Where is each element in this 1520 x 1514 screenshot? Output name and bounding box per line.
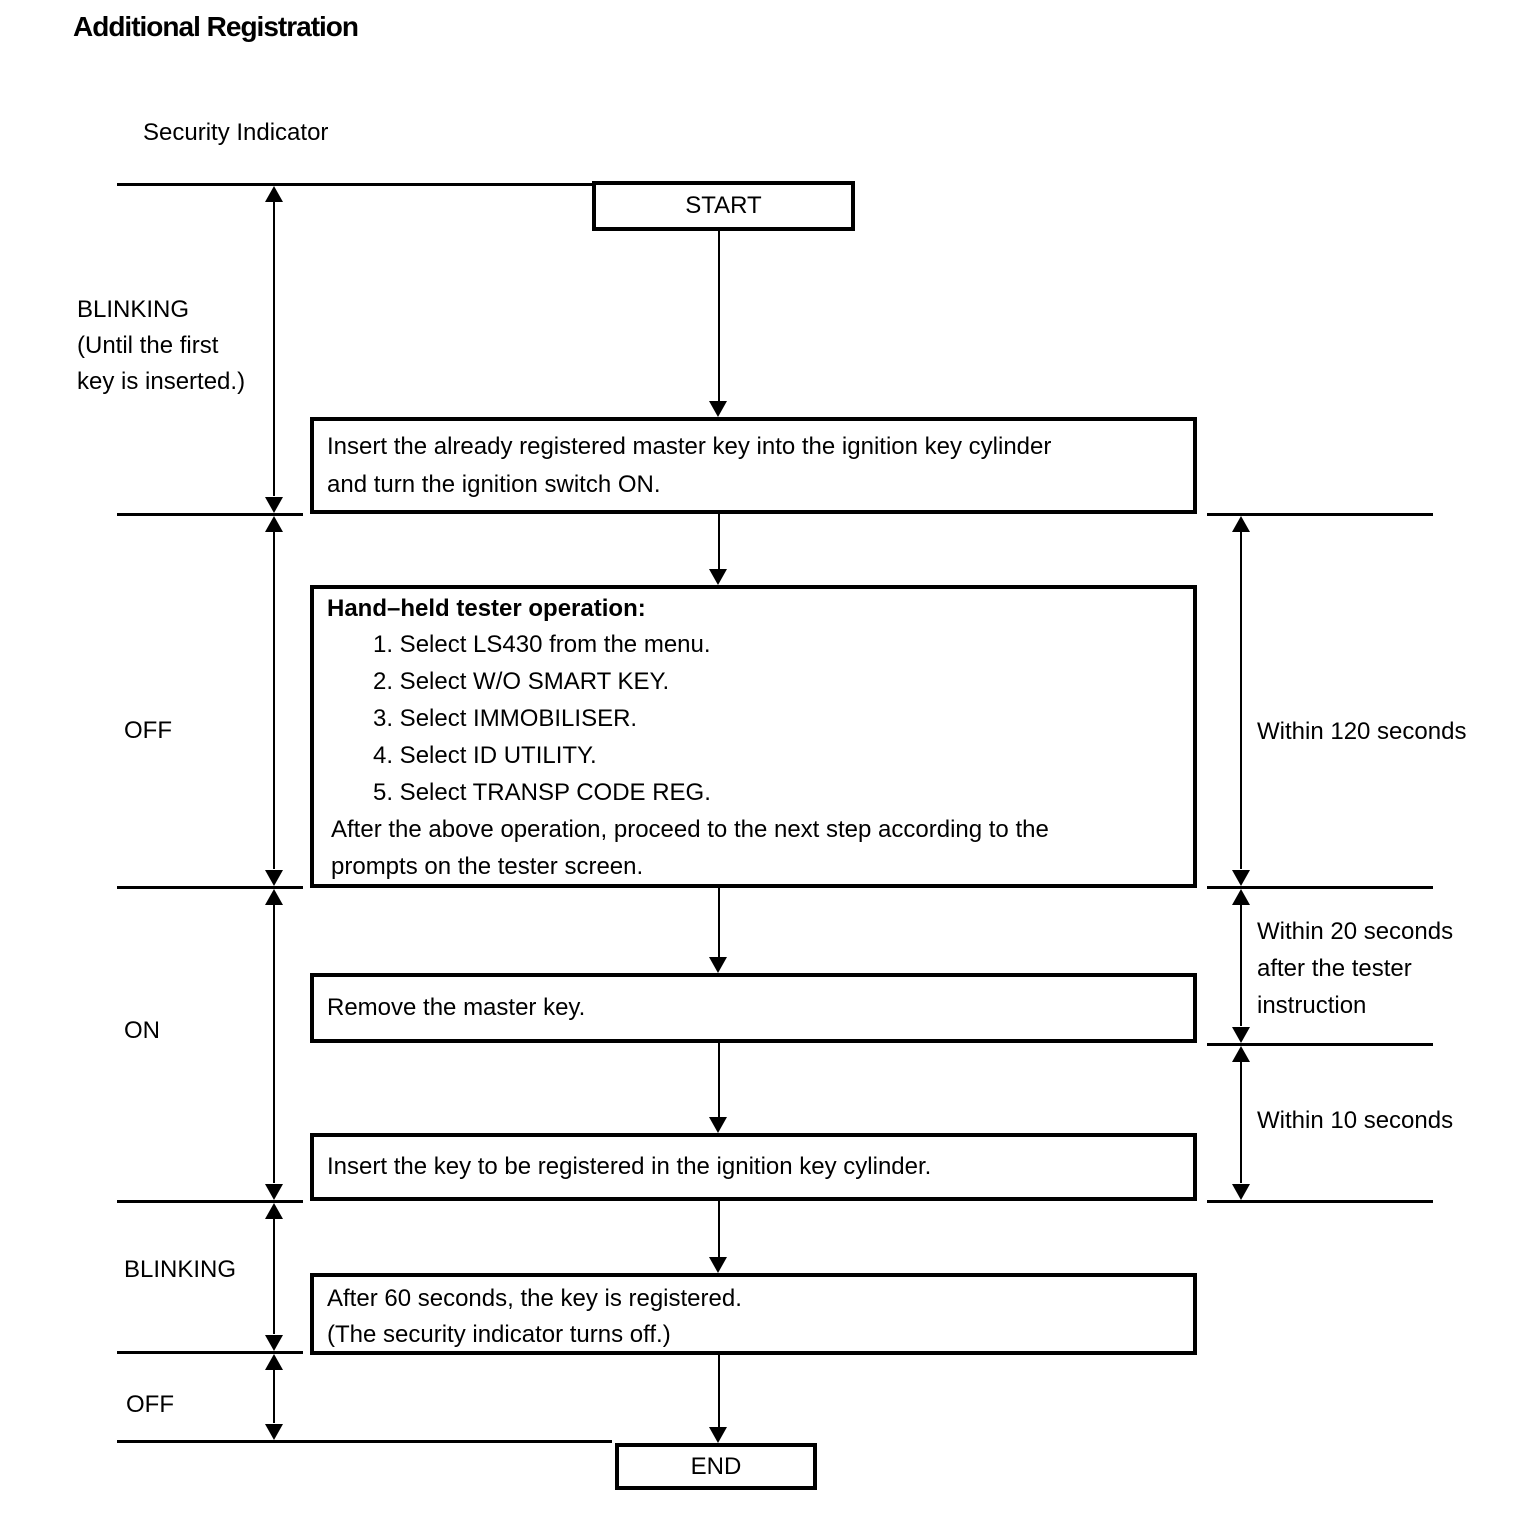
- flow-connector-line: [718, 231, 720, 403]
- range-arrow-line: [273, 530, 275, 869]
- arrowhead-up-icon: [265, 1354, 283, 1370]
- tester-item-3: 3. Select IMMOBILISER.: [373, 705, 638, 732]
- flow-connector-line: [718, 1043, 720, 1117]
- state-label-blinking-2: BLINKING: [124, 1256, 237, 1283]
- arrowhead-down-icon: [1232, 870, 1250, 886]
- flow-arrowhead-icon: [709, 1257, 727, 1273]
- flow-arrowhead-icon: [709, 1427, 727, 1443]
- timeline-divider-5: [117, 1351, 303, 1354]
- arrowhead-down-icon: [1232, 1027, 1250, 1043]
- range-arrow-line: [273, 200, 275, 496]
- tester-note: After the above operation, proceed to th…: [331, 816, 1049, 880]
- arrowhead-up-icon: [1232, 889, 1250, 905]
- flow-arrowhead-icon: [709, 569, 727, 585]
- state-label-blinking-until-first-key: BLINKING (Until the first key is inserte…: [77, 296, 246, 395]
- tester-item-1: 1. Select LS430 from the menu.: [373, 631, 711, 658]
- flow-arrowhead-icon: [709, 401, 727, 417]
- end-node-label: END: [690, 1452, 742, 1480]
- arrowhead-down-icon: [1232, 1184, 1250, 1200]
- timeline-divider-2: [117, 513, 303, 516]
- tester-heading: Hand–held tester operation:: [327, 595, 646, 622]
- arrowhead-down-icon: [265, 870, 283, 886]
- arrowhead-up-icon: [265, 1203, 283, 1219]
- range-arrow-line: [273, 1217, 275, 1334]
- range-arrow-line: [1240, 903, 1242, 1026]
- range-arrow-line: [273, 903, 275, 1183]
- tester-item-5: 5. Select TRANSP CODE REG.: [373, 779, 711, 806]
- range-arrow-line: [273, 1368, 275, 1423]
- timing-divider-3: [1207, 1043, 1433, 1046]
- tester-item-4: 4. Select ID UTILITY.: [373, 742, 597, 769]
- arrowhead-up-icon: [265, 889, 283, 905]
- arrowhead-up-icon: [265, 186, 283, 202]
- page-title: Additional Registration: [73, 11, 359, 42]
- step-insert-master-key-node: Insert the already registered master key…: [310, 417, 1197, 514]
- start-node: START: [592, 181, 855, 231]
- step-insert-new-key-node: Insert the key to be registered in the i…: [310, 1133, 1197, 1201]
- arrowhead-up-icon: [1232, 516, 1250, 532]
- state-label-off-2: OFF: [126, 1391, 174, 1418]
- timing-divider-2: [1207, 886, 1433, 889]
- state-label-off-1: OFF: [124, 717, 172, 744]
- arrowhead-up-icon: [265, 516, 283, 532]
- tester-item-2: 2. Select W/O SMART KEY.: [373, 668, 670, 695]
- arrowhead-down-icon: [265, 497, 283, 513]
- timing-divider-4: [1207, 1200, 1433, 1203]
- step-remove-master-key-node: Remove the master key.: [310, 973, 1197, 1043]
- flow-connector-line: [718, 1201, 720, 1257]
- state-label-on: ON: [124, 1017, 160, 1044]
- range-arrow-line: [1240, 1060, 1242, 1183]
- timeline-divider-4: [117, 1200, 303, 1203]
- arrowhead-down-icon: [265, 1184, 283, 1200]
- start-node-label: START: [685, 192, 762, 219]
- arrowhead-up-icon: [1232, 1046, 1250, 1062]
- security-indicator-label: Security Indicator: [143, 119, 329, 146]
- flow-connector-line: [718, 1355, 720, 1427]
- flow-connector-line: [718, 514, 720, 569]
- step-tester-operation-node: Hand–held tester operation: 1. Select LS…: [310, 585, 1197, 888]
- step-insert-new-key-label: Insert the key to be registered in the i…: [327, 1153, 932, 1180]
- arrowhead-down-icon: [265, 1424, 283, 1440]
- flow-arrowhead-icon: [709, 1117, 727, 1133]
- flow-arrowhead-icon: [709, 957, 727, 973]
- step-remove-master-key-label: Remove the master key.: [327, 994, 586, 1021]
- range-arrow-line: [1240, 530, 1242, 869]
- timing-label-120s: Within 120 seconds: [1257, 718, 1467, 745]
- timing-label-20s: Within 20 seconds after the tester instr…: [1257, 918, 1454, 1019]
- timeline-divider-6: [117, 1440, 612, 1443]
- end-node: END: [615, 1443, 817, 1490]
- timeline-divider-1: [117, 183, 592, 186]
- arrowhead-down-icon: [265, 1335, 283, 1351]
- step-key-registered-node: After 60 seconds, the key is registered.…: [310, 1273, 1197, 1355]
- timing-label-10s: Within 10 seconds: [1257, 1107, 1454, 1134]
- timeline-divider-3: [117, 886, 303, 889]
- flow-connector-line: [718, 888, 720, 957]
- timing-divider-1: [1207, 513, 1433, 516]
